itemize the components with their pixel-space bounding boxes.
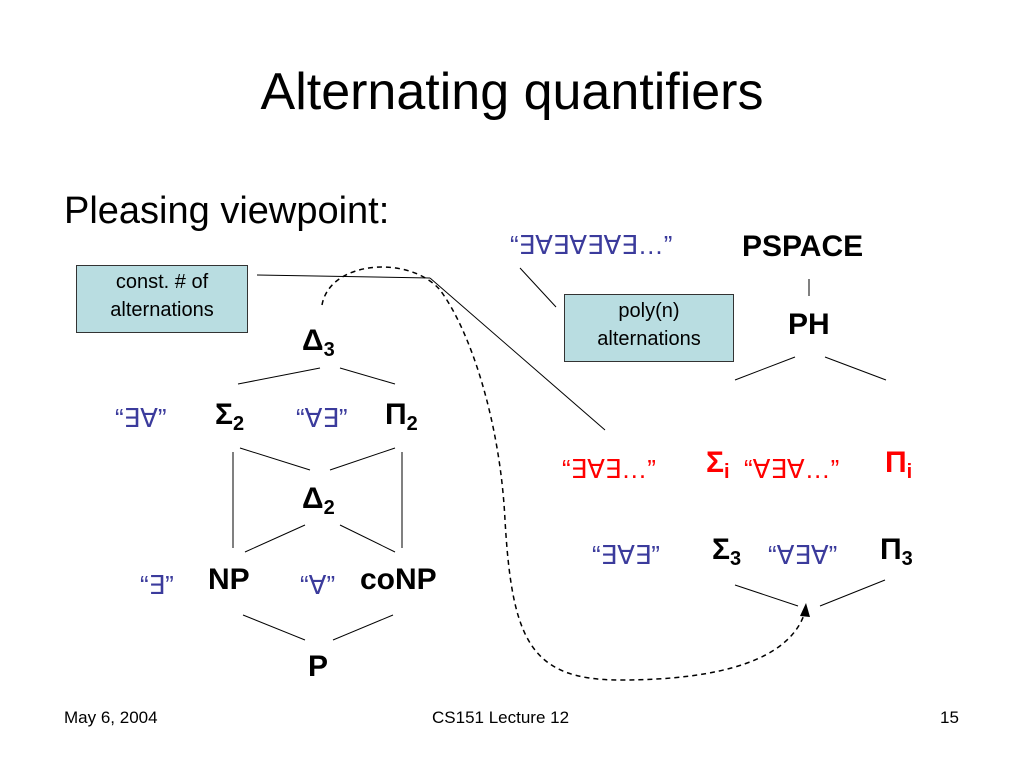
pi-i-quantifier: “∀∃∀…”	[744, 454, 840, 484]
const-callout-line2: alternations	[110, 299, 214, 321]
pi-i-node: Πi	[885, 446, 913, 483]
const-alternations-callout: const. # of alternations	[76, 265, 248, 333]
pi3-node: Π3	[880, 533, 913, 570]
sigma3-quantifier: “∃∀∃”	[592, 540, 660, 570]
sigma-i-node: Σi	[706, 446, 730, 483]
edge-sigma3-bottom	[734, 584, 799, 607]
slide-subtitle: Pleasing viewpoint:	[64, 190, 390, 232]
edge-delta3-sigma2	[237, 367, 321, 385]
slide-title: Alternating quantifiers	[260, 63, 764, 121]
footer-page-number: 15	[940, 708, 959, 727]
conp-node: coNP	[360, 563, 437, 596]
pspace-node: PSPACE	[742, 230, 864, 263]
edge-ph-left	[734, 356, 796, 381]
edge-delta2-conp	[339, 524, 396, 553]
footer-course: CS151 Lecture 12	[432, 708, 570, 727]
edge-delta3-pi2	[339, 367, 396, 385]
sigma-i-quantifier: “∃∀∃…”	[562, 454, 656, 484]
np-node: NP	[208, 563, 250, 596]
ph-node: PH	[788, 308, 830, 341]
edge-pi2-delta2	[329, 447, 396, 471]
sigma2-quantifier: “∃∀”	[115, 403, 167, 433]
footer-date: May 6, 2004	[64, 708, 158, 727]
pspace-quantifier: “∃∀∃∀∃∀∃…”	[510, 230, 673, 260]
edge-conp-p	[332, 614, 394, 641]
sigma2-node: Σ2	[215, 398, 245, 435]
pspace-quant-pointer	[519, 267, 557, 308]
p-node: P	[308, 650, 329, 683]
sigma3-node: Σ3	[712, 533, 742, 570]
const-callout-pointer	[429, 277, 606, 431]
delta3-node: Δ3	[302, 324, 335, 361]
edge-ph-right	[824, 356, 887, 381]
poly-callout-line2: alternations	[597, 328, 701, 350]
const-callout-line1: const. # of	[115, 271, 209, 293]
pi2-quantifier: “∀∃”	[296, 403, 348, 433]
dashed-arrow-head	[800, 603, 810, 617]
np-quantifier: “∃”	[140, 570, 174, 600]
poly-alternations-callout: poly(n) alternations	[564, 294, 734, 362]
delta2-node: Δ2	[302, 482, 335, 519]
pi2-node: Π2	[385, 398, 418, 435]
pi3-quantifier: “∀∃∀”	[768, 540, 838, 570]
edge-sigma2-delta2	[239, 447, 311, 471]
poly-callout-line1: poly(n)	[618, 300, 680, 322]
conp-quantifier: “∀”	[300, 570, 336, 600]
edge-pi3-bottom	[819, 579, 886, 607]
edge-delta2-np	[244, 524, 306, 553]
edge-np-p	[242, 614, 306, 641]
